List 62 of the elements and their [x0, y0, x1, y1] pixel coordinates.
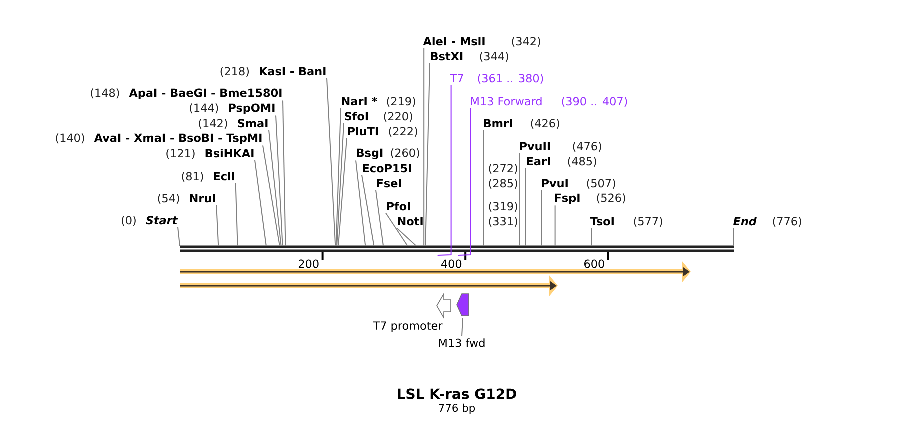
site-label: NarI * (219) — [342, 97, 416, 107]
site-label: PluTI (222) — [348, 127, 418, 137]
leader-line — [376, 190, 384, 246]
feature-label: T7 promoter — [373, 322, 443, 332]
leader-line — [268, 130, 282, 246]
site-label: (121) BsiHKAI — [166, 149, 254, 159]
leader-line — [282, 100, 286, 246]
tick-label: 400 — [442, 260, 462, 268]
leader-line — [396, 228, 417, 246]
primer-label: T7 (361 .. 380) — [450, 74, 544, 84]
site-label: (54) NruI — [158, 194, 216, 204]
site-label: (144) PspOMI — [190, 104, 275, 114]
site-label: (218) KasI - BanI — [220, 67, 326, 77]
site-label: TsoI (577) — [590, 217, 662, 227]
leader-line — [254, 160, 267, 246]
site-label: EcoP15I (272) — [363, 164, 518, 174]
site-label: PvuII (476) — [520, 142, 602, 152]
leader-line — [336, 108, 342, 246]
site-label: PvuI (507) — [542, 179, 616, 189]
site-label: EarI (485) — [527, 157, 596, 167]
site-label: FseI (285) — [377, 179, 518, 189]
site-label: AleI - MslI (342) — [423, 37, 540, 47]
leader-line — [483, 130, 484, 246]
site-label: PfoI (319) — [387, 202, 518, 212]
leader-line — [338, 138, 348, 246]
site-label: FspI (526) — [555, 194, 626, 204]
site-label: NotI (331) — [398, 217, 518, 227]
leader-line — [424, 48, 425, 246]
sequence-length: 776 bp — [439, 404, 476, 414]
leader-line — [276, 115, 284, 246]
leader-line — [386, 212, 408, 246]
primer-label: M13 Forward (390 .. 407) — [471, 97, 628, 107]
site-label: (142) SmaI — [199, 119, 268, 129]
site-label: BstXI (344) — [431, 52, 508, 62]
leader-line — [519, 152, 520, 246]
leader-line — [336, 122, 344, 246]
leader-line — [326, 78, 336, 246]
leader-line — [356, 160, 366, 246]
site-label: BsgI (260) — [357, 148, 420, 160]
leader-line — [462, 318, 464, 337]
leader-line — [178, 226, 180, 246]
site-label: (140) AvaI - XmaI - BsoBI - TspMI — [56, 134, 262, 144]
leader-line — [216, 204, 220, 246]
leader-line — [425, 62, 430, 246]
feature-label: M13 fwd — [439, 338, 485, 348]
primer-feature — [456, 294, 470, 316]
site-label: End (776) — [734, 217, 802, 227]
leader-line — [262, 145, 280, 246]
leader-line — [554, 205, 556, 246]
leader-line — [437, 84, 452, 256]
site-label: (148) ApaI - BaeGI - Bme1580I — [91, 88, 282, 100]
leader-line — [458, 108, 472, 256]
site-label: BmrI (426) — [484, 119, 560, 129]
leader-line — [235, 182, 238, 246]
sequence-backbone — [180, 246, 734, 252]
site-label: SfoI (220) — [345, 112, 412, 122]
site-label: (81) EclI — [182, 172, 234, 182]
leader-line — [591, 228, 592, 246]
leader-line — [362, 174, 375, 246]
map-title: LSL K-ras G12D — [398, 388, 516, 400]
site-label: (0) Start — [122, 216, 178, 226]
leader-line — [541, 190, 542, 246]
